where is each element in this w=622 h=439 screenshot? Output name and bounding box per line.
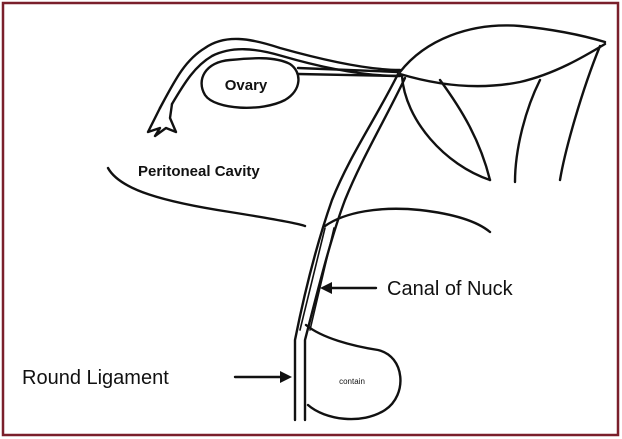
round-ligament-label: Round Ligament xyxy=(22,367,169,389)
ovary-label: Ovary xyxy=(225,77,268,94)
canal-of-nuck-label: Canal of Nuck xyxy=(387,278,514,300)
peritoneal-cavity-label: Peritoneal Cavity xyxy=(138,163,260,180)
sac-label: contain xyxy=(339,377,365,386)
